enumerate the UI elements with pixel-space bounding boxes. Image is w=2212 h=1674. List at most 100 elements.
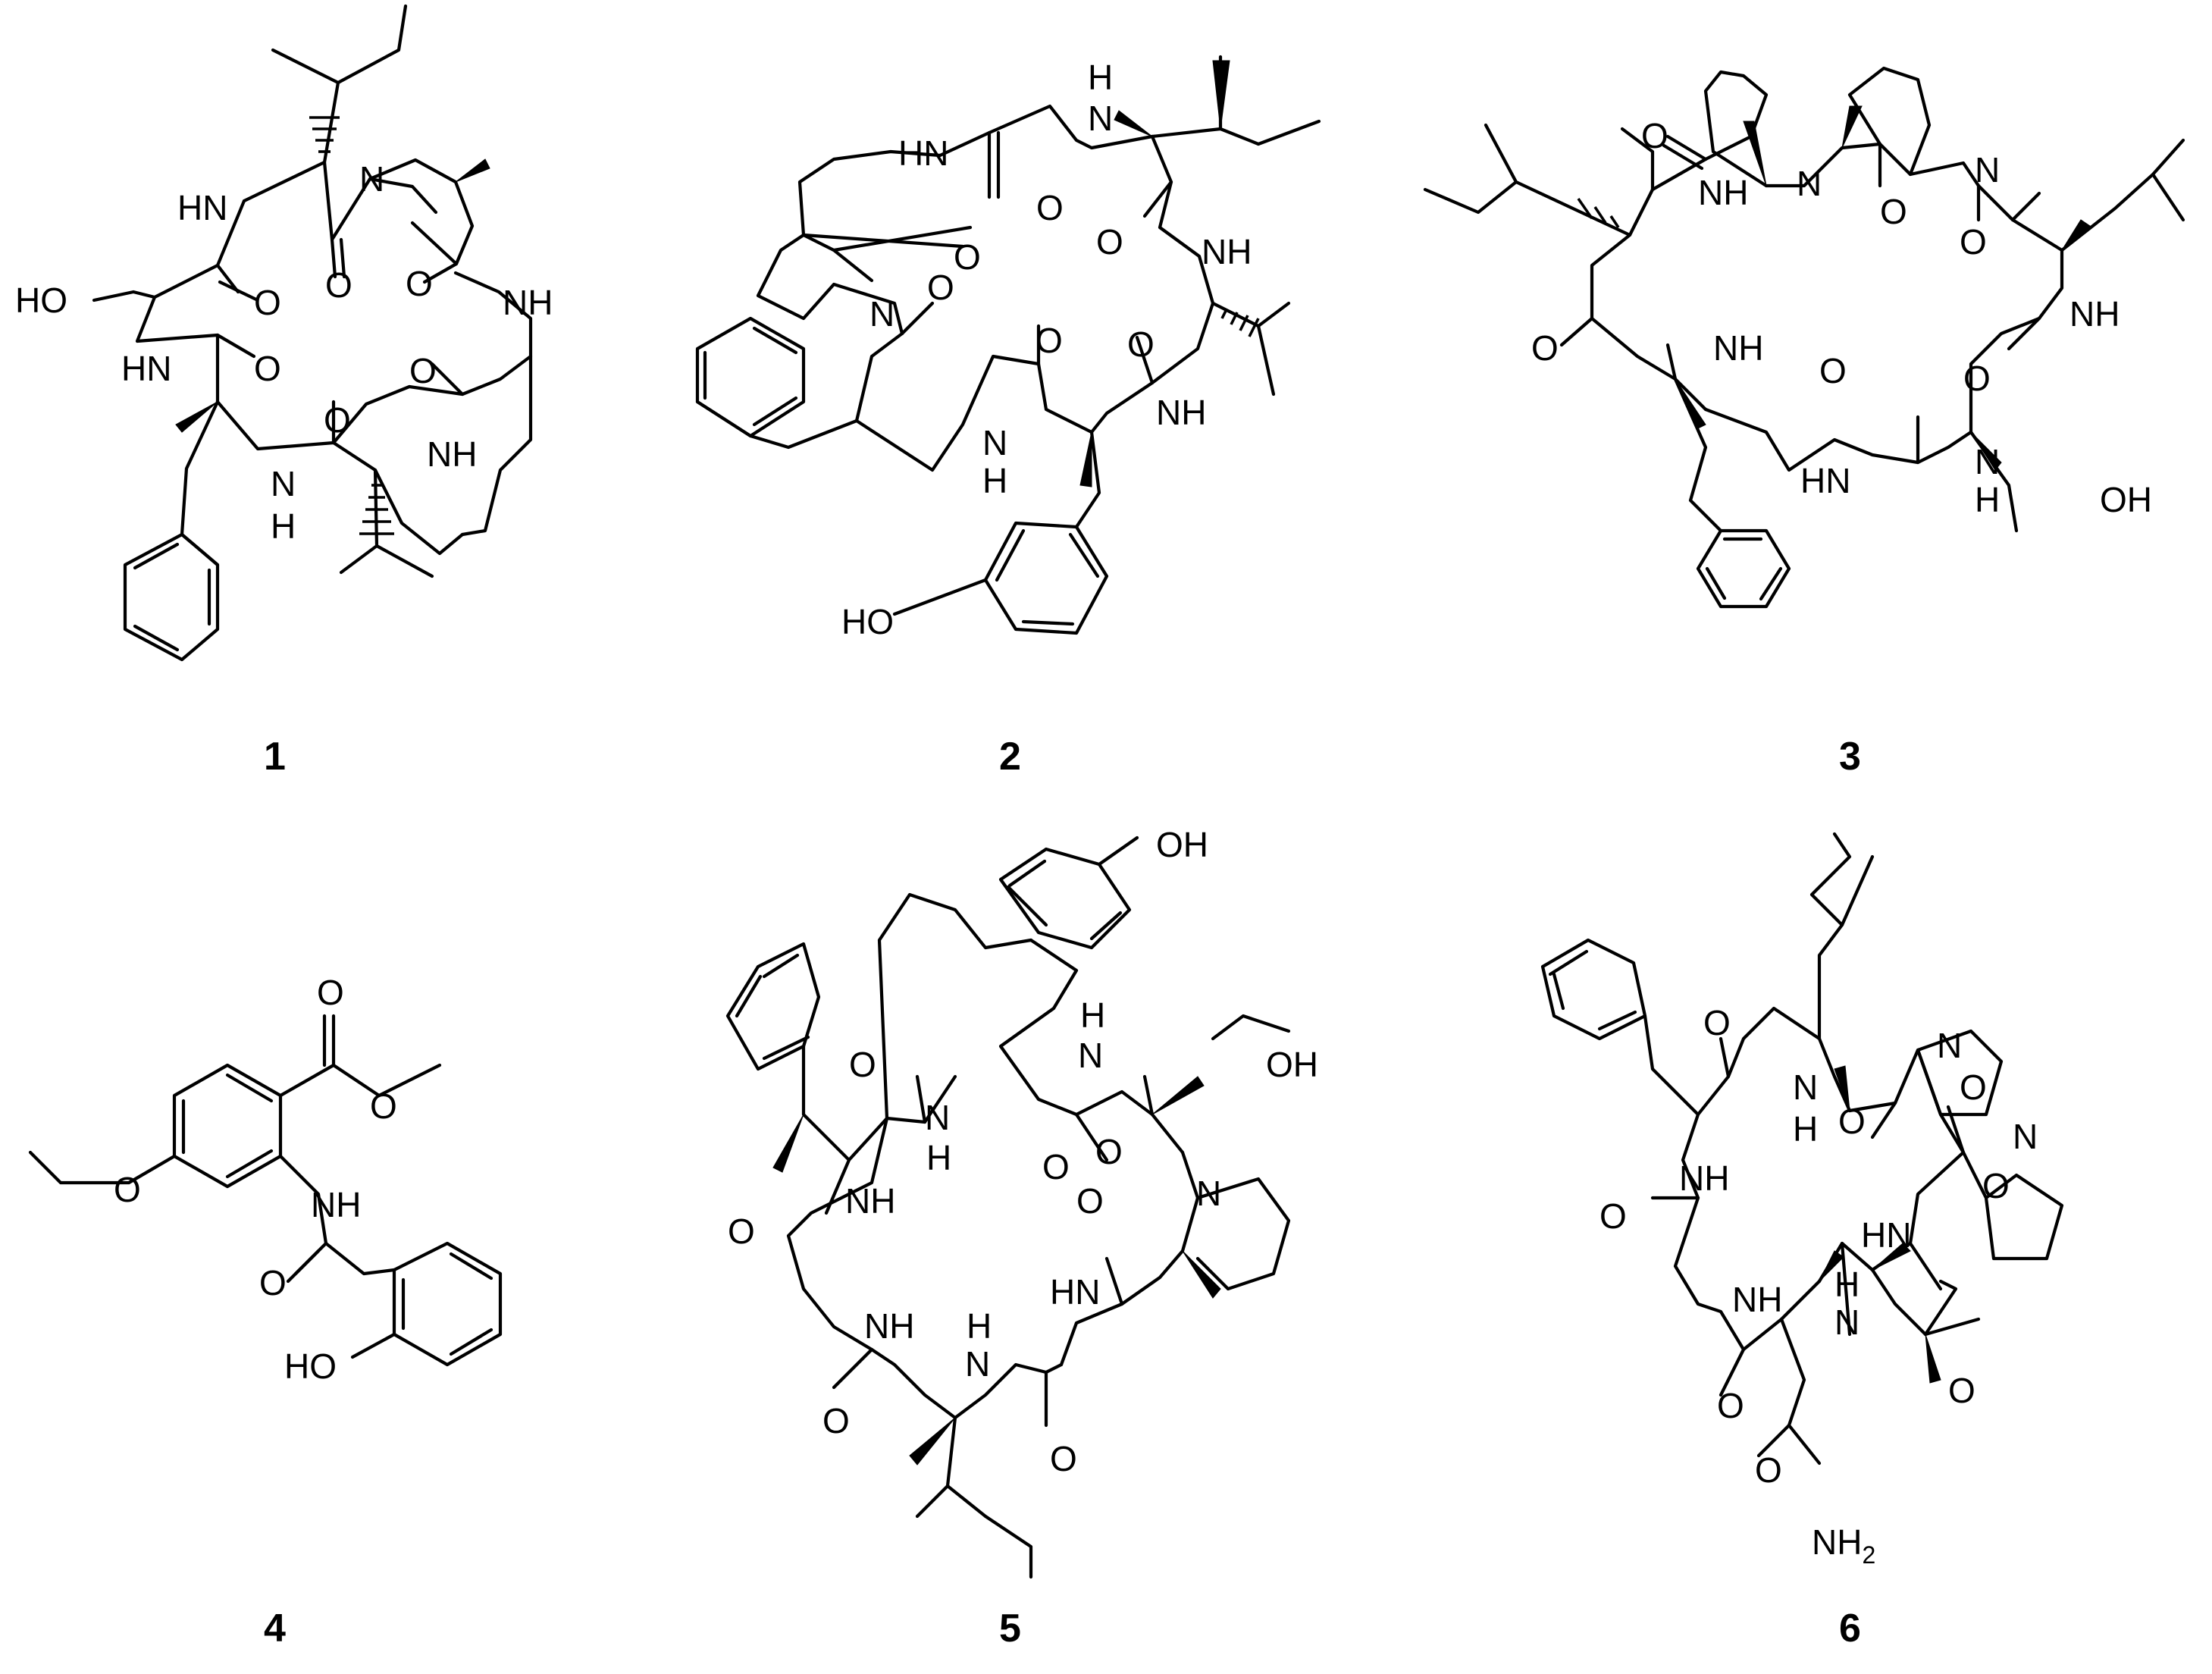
compound-2-atom-o-4: O (1127, 324, 1155, 364)
compound-1-atom-n-lower: N (271, 464, 296, 503)
compound-6-atom-n-pro2: N (2013, 1117, 2038, 1156)
compound-6-atom-o-6: O (1717, 1386, 1744, 1425)
compound-2-atom-o-1: O (1036, 188, 1064, 227)
compound-2-atom-h-top: H (1088, 58, 1113, 97)
compound-1-atom-nh-right: NH (503, 283, 553, 322)
compound-2-atom-h-lower: H (982, 461, 1007, 500)
compound-5-atom-o-3: O (1095, 1132, 1123, 1171)
compound-3-structure: O N O N NH O NH O NH O O HN N H OH 3 (1423, 66, 2185, 779)
compound-3-atom-hn-bottom: HN (1800, 461, 1850, 500)
compound-5-atom-oh-right: OH (1266, 1045, 1318, 1084)
compound-1-atom-ho: HO (15, 281, 67, 320)
compound-5-atom-h-3: H (967, 1306, 992, 1346)
compound-6-atom-o-1: O (1703, 1003, 1731, 1042)
compound-1-atom-o-5: O (324, 400, 351, 440)
compound-5-atom-n-1: N (1078, 1036, 1103, 1075)
compound-2-atom-n-lower: N (982, 423, 1007, 462)
compound-2-label: 2 (999, 735, 1021, 779)
compound-4-label: 4 (264, 1607, 286, 1650)
compound-1-atom-o-3: O (254, 283, 281, 322)
compound-1-atom-o-2: O (406, 264, 433, 303)
compound-5-atom-nh-1: NH (845, 1181, 895, 1221)
compound-4-atom-o-amide: O (259, 1263, 287, 1303)
compound-6-atom-hn: HN (1861, 1215, 1911, 1255)
compound-4-atom-nh: NH (311, 1185, 361, 1224)
compound-4-structure: O O O NH O HO 4 (28, 973, 503, 1650)
compound-3-atom-nh-left: NH (1698, 173, 1748, 212)
compound-5-atom-n-3: N (965, 1344, 990, 1384)
compound-5-atom-oh-top: OH (1156, 825, 1208, 864)
compound-1-atom-n-proline: N (359, 159, 384, 199)
compound-1-atom-hn-top: HN (177, 188, 227, 227)
compound-1-atom-h-lower: H (271, 506, 296, 546)
compound-1-atom-o-6: O (409, 351, 437, 390)
compound-5-atom-o-4: O (1076, 1181, 1104, 1221)
compound-6-atom-n-amide: N (1793, 1067, 1818, 1107)
compound-5-atom-o-1: O (849, 1045, 876, 1084)
compound-2-atom-hn: HN (898, 133, 948, 173)
compound-3-atom-n-bottom: N (1975, 442, 2000, 481)
compound-3-atom-o-lower: O (1819, 351, 1847, 390)
compound-4-atom-o-methoxy: O (114, 1170, 141, 1209)
compound-1-label: 1 (264, 735, 286, 779)
compound-4-atom-ho: HO (284, 1346, 337, 1386)
compound-6-atom-nh-lower: NH (1732, 1280, 1782, 1319)
compound-2-atom-n-proline: N (869, 294, 895, 334)
compound-6-atom-o-4: O (1982, 1166, 2010, 1205)
compound-2-atom-ho: HO (841, 602, 894, 641)
compound-5-atom-h-1: H (1080, 995, 1105, 1035)
compound-2-atom-o-6: O (927, 268, 954, 307)
compound-3-atom-n-pro2: N (1975, 150, 2000, 190)
compound-1-atom-o-1: O (325, 265, 352, 305)
compound-3-atom-h-bottom: H (1975, 480, 2000, 519)
compound-6-atom-n-pro1: N (1937, 1026, 1962, 1065)
compound-2-atom-o-5: O (1036, 321, 1063, 360)
compound-3-atom-oh: OH (2100, 480, 2152, 519)
compound-6-label: 6 (1839, 1607, 1861, 1650)
compound-5-label: 5 (999, 1607, 1021, 1650)
compound-6-atom-o-3: O (1960, 1067, 1987, 1107)
compound-2-atom-o-3: O (954, 237, 981, 277)
compound-5-atom-o-7: O (1050, 1439, 1077, 1478)
compound-6-atom-o-2: O (1838, 1102, 1866, 1141)
compound-6-atom-o-5: O (1599, 1196, 1627, 1236)
compound-3-atom-o-left: O (1531, 328, 1559, 368)
compound-5-atom-o-2: O (1042, 1147, 1070, 1187)
compound-2-structure: HN N H O O NH N O O NH N H HO O O 2 (695, 55, 1321, 779)
compound-6-atom-nh2: NH2 (1812, 1522, 1875, 1569)
compound-1-atom-hn-left: HN (121, 349, 171, 388)
compound-5-atom-n-2: N (925, 1098, 950, 1137)
compound-5-atom-nh-2: NH (864, 1306, 914, 1346)
compound-1-atom-nh-lower: NH (427, 434, 477, 474)
compound-3-atom-o-mid: O (1880, 192, 1907, 231)
compound-6-atom-nh-left: NH (1679, 1158, 1729, 1198)
compound-5-atom-o-6: O (822, 1401, 850, 1440)
compound-2-atom-o-2: O (1096, 222, 1123, 262)
compound-3-atom-n-pro1: N (1797, 164, 1822, 203)
compound-2-atom-n-top: N (1088, 99, 1113, 138)
compound-2-atom-nh-right: NH (1202, 232, 1252, 271)
compound-3-atom-o-lowright: O (1963, 359, 1991, 398)
compound-1-structure: HN N NH HO HN O O O O NH N H O O 1 (15, 4, 553, 779)
compound-5-atom-n-proline: N (1196, 1174, 1221, 1213)
compound-6-structure: O N O N H O N O NH HN O NH N H O O O NH2… (1540, 832, 2064, 1650)
compound-3-atom-nh-right: NH (2069, 294, 2120, 334)
compound-6-atom-o-8: O (1755, 1450, 1782, 1490)
compound-5-atom-o-5: O (728, 1212, 755, 1251)
compound-3-atom-nh-lower: NH (1713, 328, 1763, 368)
compound-4-atom-o-ester: O (370, 1086, 397, 1126)
compound-5-atom-hn: HN (1050, 1272, 1100, 1312)
compound-2-atom-nh-lower: NH (1156, 393, 1206, 432)
compound-5-atom-h-2: H (926, 1138, 951, 1177)
compound-3-atom-o-right: O (1960, 222, 1987, 262)
compound-6-atom-h-amide: H (1793, 1109, 1818, 1149)
compound-1-atom-o-4: O (254, 349, 281, 388)
compound-6-atom-n-lower: N (1834, 1303, 1860, 1342)
compound-3-label: 3 (1839, 735, 1861, 779)
compound-5-structure: OH O H N OH N H O O N O NH O HN NH N H O… (725, 825, 1318, 1650)
compound-6-atom-o-7: O (1948, 1371, 1975, 1410)
compound-3-atom-o-top: O (1641, 116, 1668, 155)
compound-6-atom-h-lower: H (1834, 1265, 1860, 1304)
compound-4-atom-o-carbonyl: O (317, 973, 344, 1012)
